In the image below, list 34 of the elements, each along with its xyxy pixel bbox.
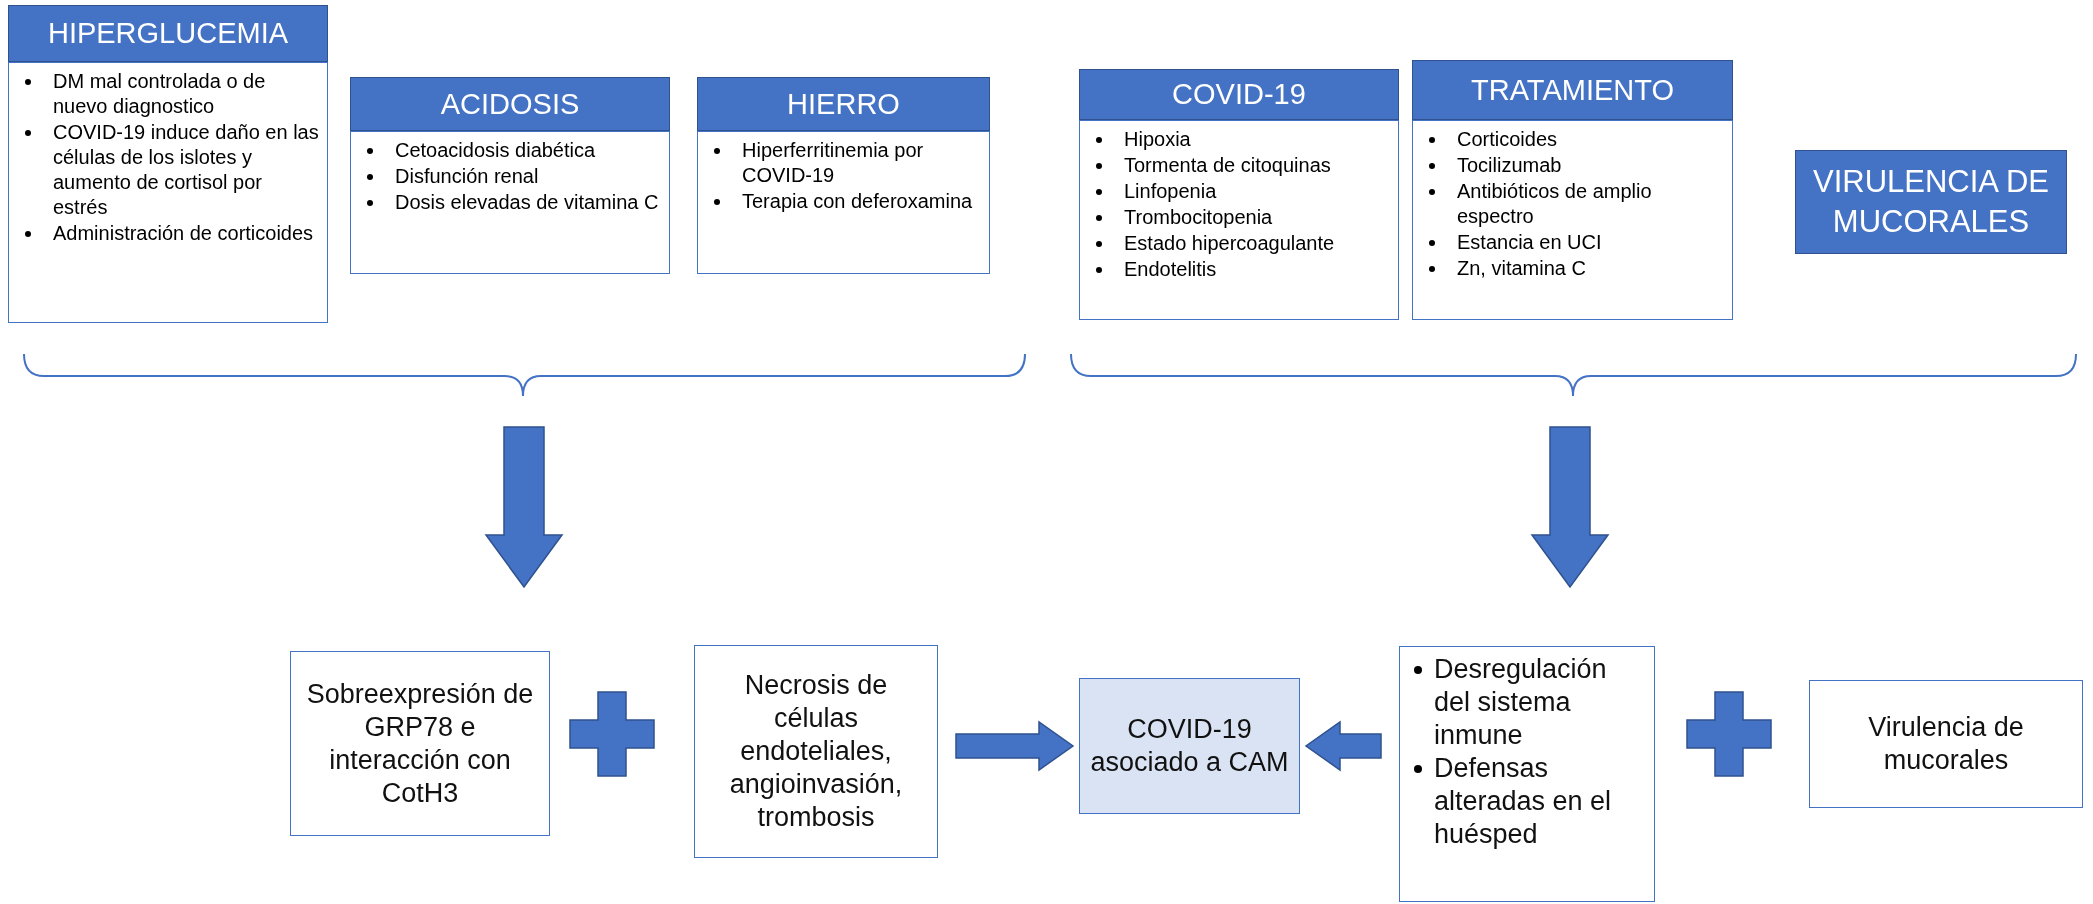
- header-bar: ACIDOSIS: [350, 77, 670, 131]
- header-bar: VIRULENCIA DE MUCORALES: [1795, 150, 2067, 254]
- list-item: Tormenta de citoquinas: [1124, 154, 1331, 176]
- list-item: Desregulación del sistema inmune: [1434, 654, 1607, 750]
- list-item: Linfopenia: [1124, 180, 1217, 202]
- list-item: DM mal controlada o de nuevo diagnostico: [53, 70, 266, 117]
- text-box: [1399, 646, 1655, 902]
- list-item: Terapia con deferoxamina: [742, 190, 973, 212]
- text-box: COVID-19 asociado a CAM: [1079, 678, 1300, 814]
- list-item: Disfunción renal: [395, 165, 539, 187]
- list-item: Dosis elevadas de vitamina C: [395, 191, 659, 213]
- list-item: Endotelitis: [1124, 258, 1217, 280]
- list-item: Hiperferritinemia por COVID-19: [742, 139, 924, 186]
- list-item: Trombocitopenia: [1124, 206, 1273, 228]
- list-item: Administración de corticoides: [53, 222, 314, 244]
- list-item: Zn, vitamina C: [1457, 257, 1586, 279]
- list-item: Tocilizumab: [1457, 154, 1562, 176]
- list-item: Defensas alteradas en el huésped: [1434, 753, 1612, 849]
- list-item: Estancia en UCI: [1457, 231, 1602, 253]
- list-item: Antibióticos de amplio espectro: [1457, 180, 1652, 227]
- text-box: Sobreexpresión de GRP78 e interacción con CotH3: [290, 651, 550, 836]
- text-box: Virulencia de mucorales: [1809, 680, 2083, 808]
- list-item: COVID-19 induce daño en las células de los islotes y aumento de cortisol por estrés: [53, 121, 319, 218]
- header-bar: COVID-19: [1079, 69, 1399, 120]
- header-bar: HIERRO: [697, 77, 990, 131]
- list-item: Hipoxia: [1124, 128, 1191, 150]
- header-bar: HIPERGLUCEMIA: [8, 5, 328, 62]
- block-arrow: [1304, 720, 1382, 772]
- block-arrow: [955, 720, 1075, 772]
- list-item: Corticoides: [1457, 128, 1558, 150]
- text-box: Necrosis de células endoteliales, angioinvasión, trombosis: [694, 645, 938, 858]
- list-item: Estado hipercoagulante: [1124, 232, 1335, 254]
- header-bar: TRATAMIENTO: [1412, 60, 1733, 120]
- list-item: Cetoacidosis diabética: [395, 139, 596, 161]
